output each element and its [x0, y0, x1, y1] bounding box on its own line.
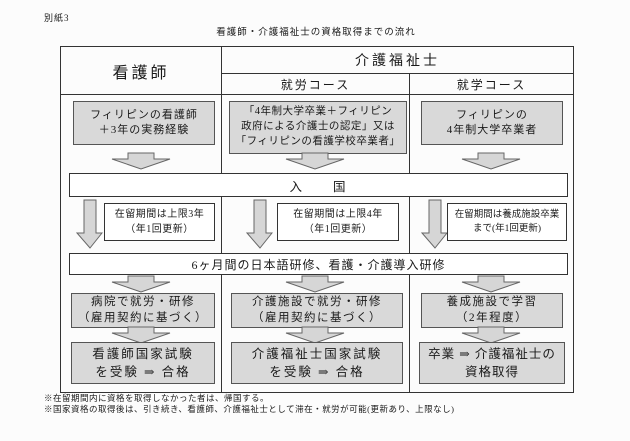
graduation-box-study-course: 卒業 ⇒ 介護福祉士の 資格取得	[419, 342, 565, 384]
page-title: 看護師・介護福祉士の資格取得までの流れ	[216, 28, 416, 38]
stay-work-line2: （年1回更新）	[303, 224, 373, 235]
entry-box-nurse-line2: ＋3年の実務経験	[98, 124, 190, 136]
footnote-return-home: ※在留期間内に資格を取得しなかった者は、帰国する。	[44, 393, 270, 403]
column-divider-work-study	[409, 73, 410, 392]
entry-box-study-line1: フィリピンの	[456, 109, 528, 122]
down-arrow-icon	[111, 152, 171, 170]
exam-work-line2: を受験 ⇒ 合格	[269, 365, 365, 379]
stay-nurse-line1: 在留期間は上限3年	[114, 209, 205, 220]
exam-nurse-line2: を受験 ⇒ 合格	[95, 365, 191, 379]
entry-japan-box: 入 国	[69, 173, 568, 197]
work-work-line2: （雇用契約に基づく）	[252, 311, 382, 324]
down-arrow-tall-icon	[75, 199, 104, 249]
down-arrow-icon	[461, 152, 521, 170]
work-box-work-course: 介護施設で就労・研修 （雇用契約に基づく）	[231, 293, 403, 328]
work-box-nurse: 病院で就労・研修 （雇用契約に基づく）	[71, 293, 215, 328]
work-nurse-line1: 病院で就労・研修	[91, 295, 195, 308]
exam-box-work-course: 介護福祉士国家試験 を受験 ⇒ 合格	[231, 342, 403, 384]
stay-period-box-study-course: 在留期間は養成施設卒業 まで(年1回更新)	[447, 203, 567, 241]
stay-period-box-work-course: 在留期間は上限4年 （年1回更新）	[277, 203, 399, 241]
exam-box-nurse: 看護師国家試験 を受験 ⇒ 合格	[71, 342, 215, 384]
footnote-after-qualification: ※国家資格の取得後は、引き続き、看護師、介護福祉士として滞在・就労が可能(更新あ…	[44, 404, 455, 414]
header-bottom-divider	[61, 94, 573, 95]
entry-box-work-course: 「4年制大学卒業＋フィリピン 政府による介護士の認定」又は 「フィリピンの看護学…	[229, 101, 407, 154]
stay-work-line1: 在留期間は上限4年	[293, 209, 383, 220]
nurse-header-cell: 看護師	[112, 64, 170, 82]
stay-period-box-nurse: 在留期間は上限3年 （年1回更新）	[104, 203, 215, 241]
entry-box-study-line2: 4年制大学卒業者	[446, 124, 538, 136]
exam-study-line1: 卒業 ⇒ 介護福祉士の	[428, 346, 556, 361]
entry-box-nurse: フィリピンの看護師 ＋3年の実務経験	[73, 101, 215, 145]
down-arrow-icon	[285, 275, 345, 293]
work-course-header-cell: 就労コース	[280, 77, 351, 92]
flow-table: 看護師 介護福祉士 就労コース 就学コース フィリピンの看護師 ＋3年の実務経験…	[60, 46, 574, 393]
down-arrow-tall-icon	[420, 199, 449, 249]
down-arrow-icon	[461, 326, 521, 344]
exam-work-line1: 介護福祉士国家試験	[251, 346, 383, 361]
stay-nurse-line2: （年1回更新）	[125, 224, 194, 235]
study-course-header-cell: 就学コース	[456, 77, 527, 92]
work-nurse-line2: （雇用契約に基づく）	[78, 311, 208, 324]
stay-study-line1: 在留期間は養成施設卒業	[454, 209, 560, 220]
stay-study-line2: まで(年1回更新)	[472, 224, 542, 234]
down-arrow-icon	[111, 326, 171, 344]
entry-box-work-line3: 「フィリピンの看護学校卒業者」	[235, 135, 401, 147]
down-arrow-icon	[461, 275, 521, 293]
work-study-line2: （2年程度）	[455, 311, 529, 324]
training-box: 6ヶ月間の日本語研修、看護・介護導入研修	[69, 253, 568, 275]
down-arrow-icon	[285, 326, 345, 344]
care-worker-header-cell: 介護福祉士	[355, 54, 440, 69]
column-divider-nurse-care	[221, 47, 222, 392]
attachment-label: 別紙3	[44, 13, 70, 23]
work-work-line1: 介護施設で就労・研修	[252, 295, 382, 308]
exam-study-line2: 資格取得	[464, 365, 519, 379]
care-worker-header-divider	[221, 73, 573, 74]
down-arrow-icon	[285, 152, 345, 170]
study-box-study-course: 養成施設で学習 （2年程度）	[421, 293, 563, 328]
entry-box-work-line1: 「4年制大学卒業＋フィリピン	[243, 106, 393, 118]
down-arrow-tall-icon	[245, 199, 274, 249]
entry-box-nurse-line1: フィリピンの看護師	[90, 109, 198, 122]
down-arrow-icon	[111, 275, 171, 293]
work-study-line1: 養成施設で学習	[446, 295, 538, 308]
entry-box-study-course: フィリピンの 4年制大学卒業者	[421, 101, 563, 145]
exam-nurse-line1: 看護師国家試験	[92, 346, 194, 361]
entry-box-work-line2: 政府による介護士の認定」又は	[241, 121, 395, 133]
